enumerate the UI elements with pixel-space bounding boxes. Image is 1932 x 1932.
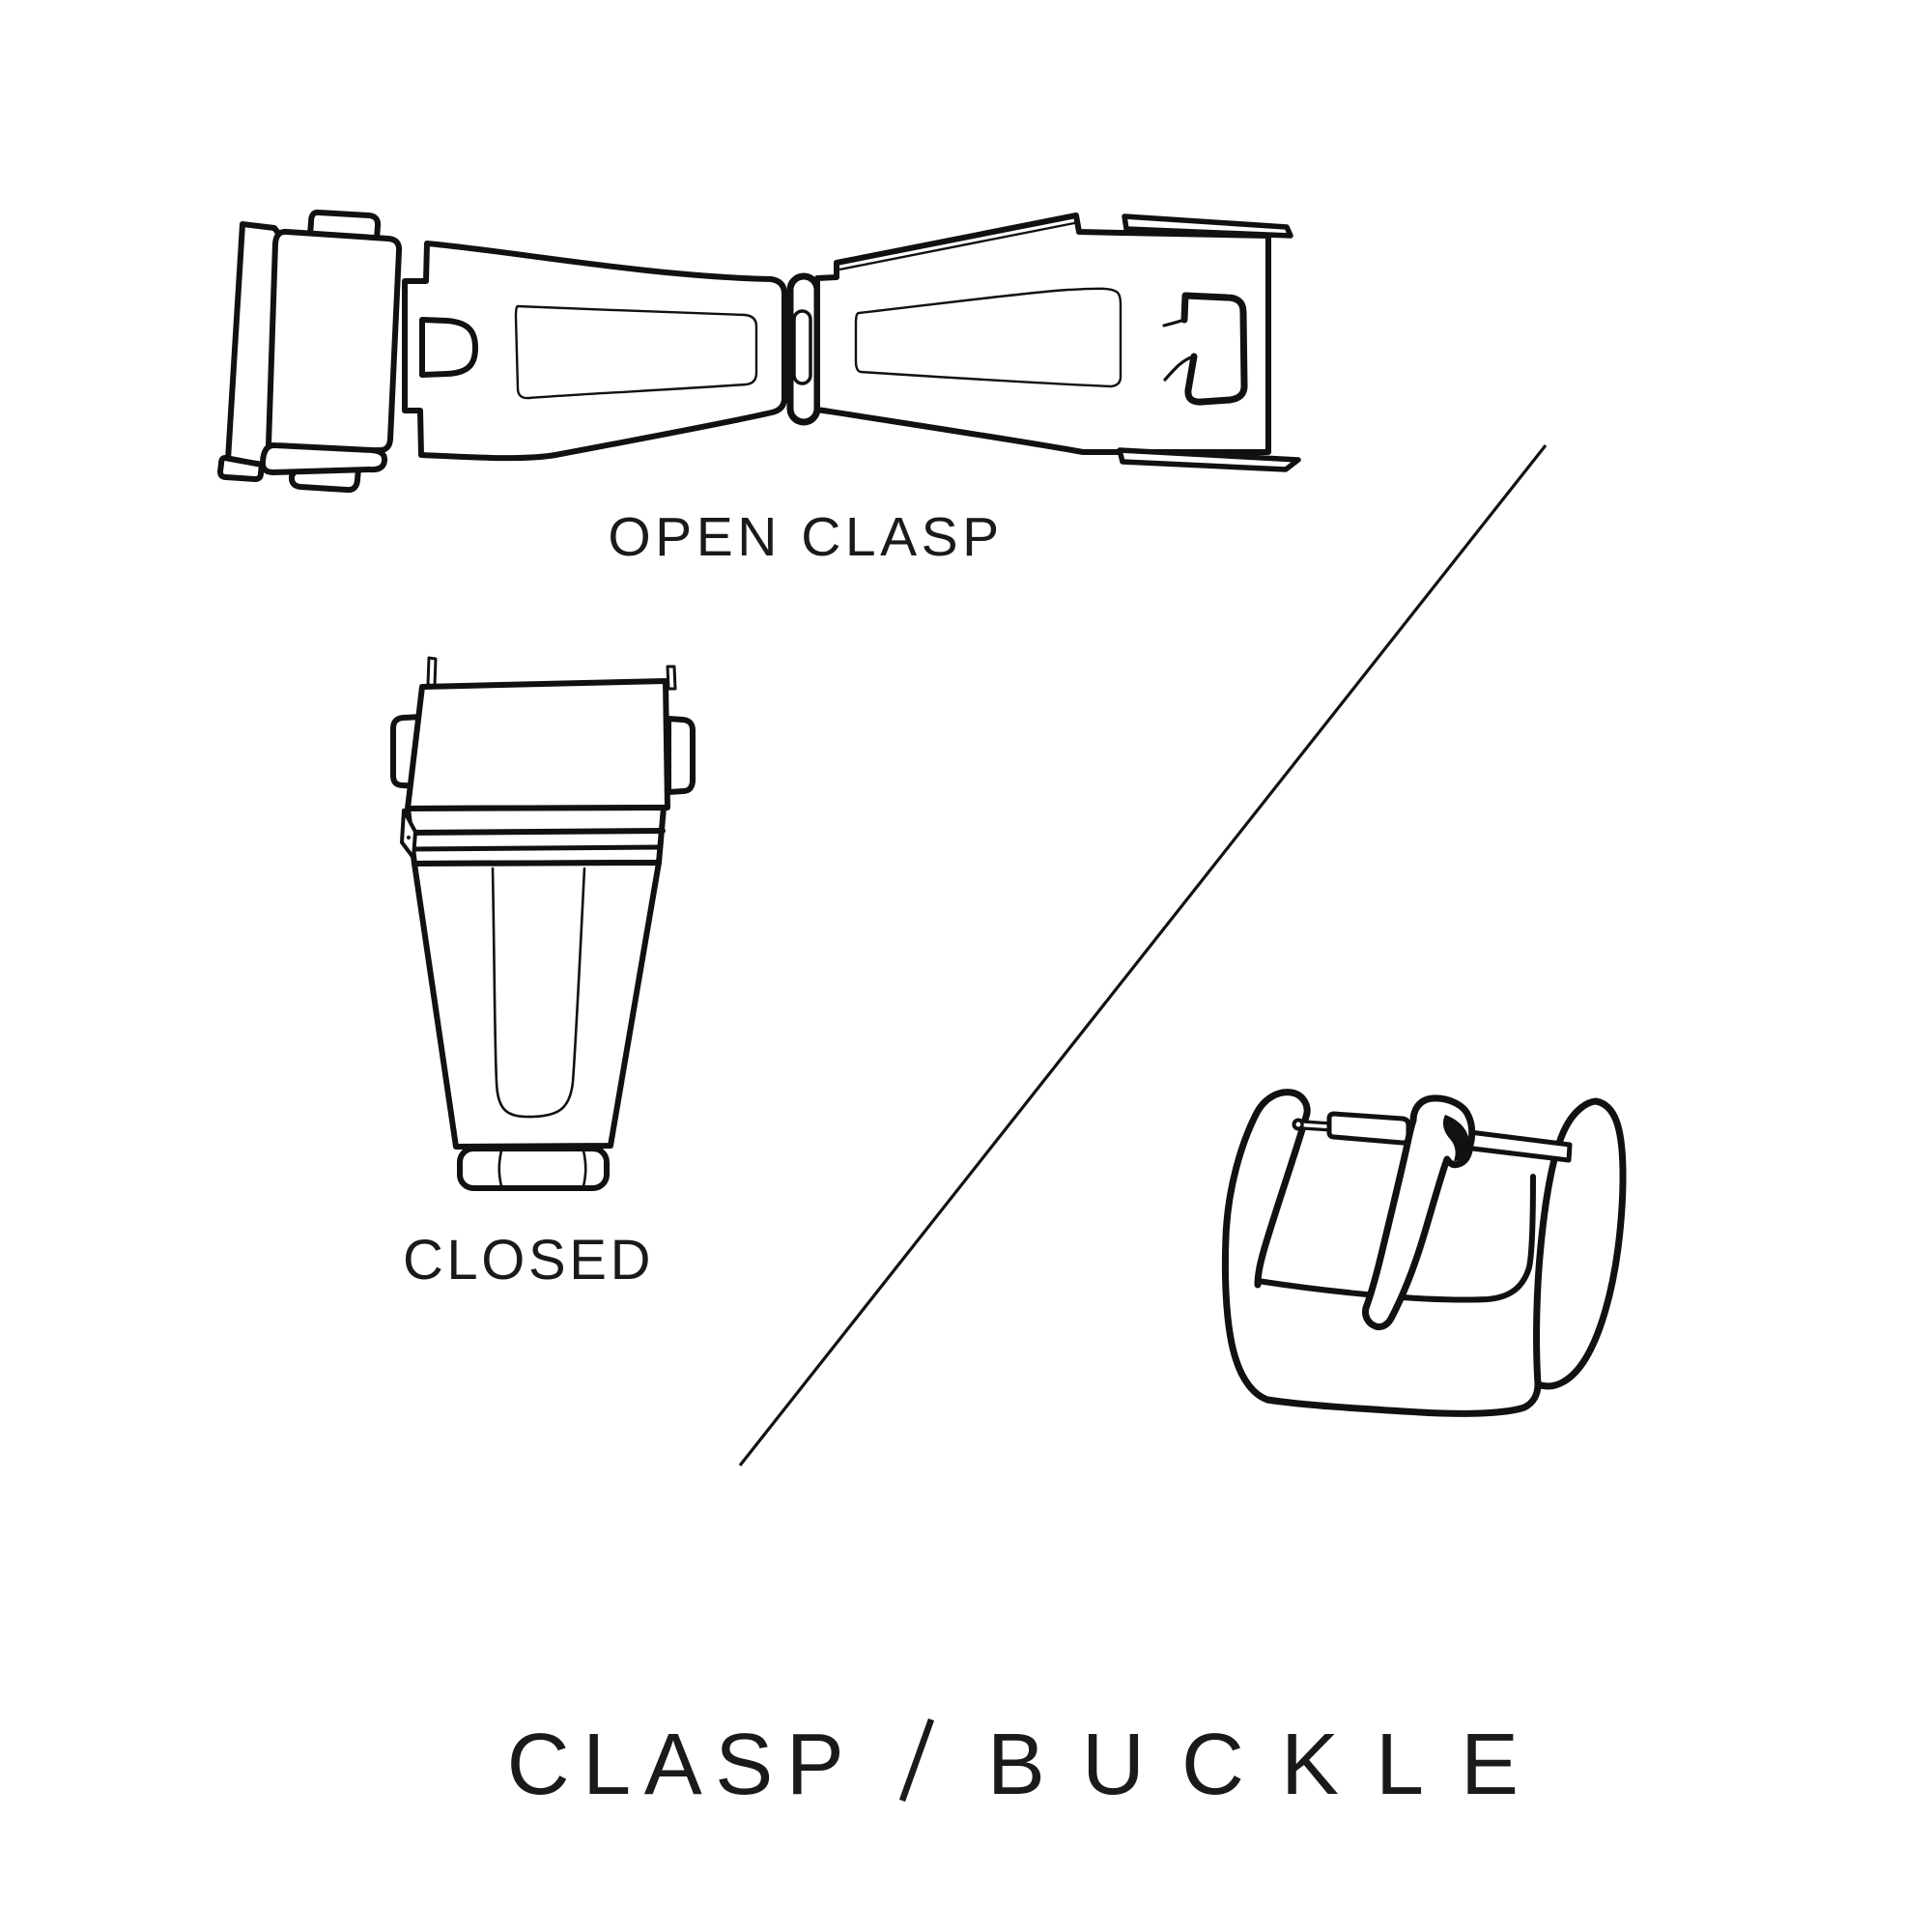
svg-text:CLOSED: CLOSED xyxy=(403,1229,654,1292)
svg-text:CLASP: CLASP xyxy=(507,1717,858,1813)
svg-text:OPEN CLASP: OPEN CLASP xyxy=(608,506,1003,568)
svg-text:BUCKLE: BUCKLE xyxy=(987,1717,1555,1813)
